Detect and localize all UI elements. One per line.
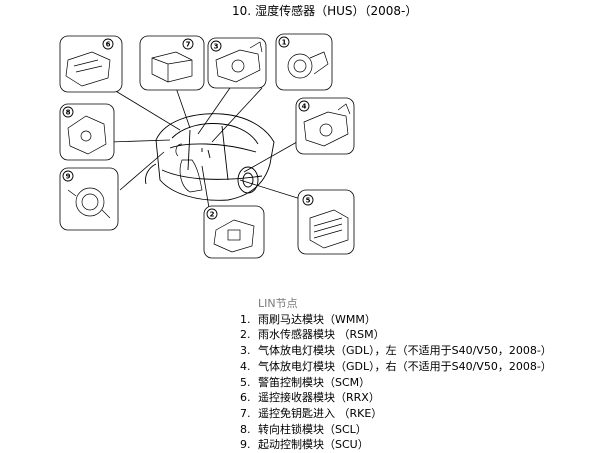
legend-item: 6. 遥控接收器模块（RRX）: [240, 390, 552, 406]
callout-number: 9: [66, 173, 71, 181]
legend-list: 1. 雨刷马达模块（WMM） 2. 雨水传感器模块 （RSM） 3. 气体放电灯模块（GD…: [240, 312, 552, 453]
legend-item-number: 3.: [240, 344, 251, 358]
callout-badge: 7: [182, 38, 194, 50]
legend-item: 7. 遥控免钥匙进入 （RKE）: [240, 406, 552, 422]
legend-heading: LIN节点: [258, 297, 298, 310]
callout-badge: 9: [62, 170, 74, 182]
callout-badge: 6: [102, 38, 114, 50]
legend-item-text: 雨水传感器模块 （RSM）: [258, 328, 385, 342]
legend-item-number: 4.: [240, 359, 251, 373]
callout-number: 4: [302, 103, 307, 111]
legend-item: 5. 警笛控制模块（SCM）: [240, 375, 552, 391]
callout-number: 8: [66, 109, 71, 117]
legend-item: 4. 气体放电灯模块（GDL），右（不适用于S40/V50，2008-）: [240, 359, 552, 375]
legend-item-text: 转向柱锁模块（SCL）: [258, 422, 367, 436]
legend-item-number: 1.: [240, 312, 251, 326]
title-text: 湿度传感器（HUS）（2008-）: [255, 4, 418, 18]
callout-badge: 2: [206, 208, 218, 220]
legend-item: 9. 起动控制模块（SCU）: [240, 437, 552, 453]
car-outline: [145, 113, 275, 201]
callout-badge: 5: [302, 194, 314, 206]
lin-node-location-diagram: 6 7 3 1 8 4 9 2 5: [59, 33, 355, 259]
legend-item-text: 遥控接收器模块（RRX）: [258, 391, 380, 405]
callout-badges: 6 7 3 1 8 4 9 2 5: [62, 36, 314, 220]
legend-item-number: 6.: [240, 391, 251, 405]
legend-item-text: 遥控免钥匙进入 （RKE）: [258, 406, 383, 420]
callout-number: 1: [282, 39, 287, 47]
legend-item-number: 7.: [240, 406, 251, 420]
legend-item-text: 雨刷马达模块（WMM）: [258, 312, 376, 326]
callout-badge: 4: [298, 100, 310, 112]
callout-number: 7: [186, 41, 191, 49]
title-number: 10.: [232, 4, 252, 18]
legend-item: 2. 雨水传感器模块 （RSM）: [240, 327, 552, 343]
legend-item-text: 起动控制模块（SCU）: [258, 438, 369, 452]
legend-item: 1. 雨刷马达模块（WMM）: [240, 312, 552, 328]
legend-item-text: 气体放电灯模块（GDL），左（不适用于S40/V50，2008-）: [258, 344, 552, 358]
legend-item-text: 警笛控制模块（SCM）: [258, 375, 371, 389]
callout-badge: 8: [62, 106, 74, 118]
legend-item-number: 5.: [240, 375, 251, 389]
legend-item-text: 气体放电灯模块（GDL），右（不适用于S40/V50，2008-）: [258, 359, 552, 373]
legend-item-number: 9.: [240, 438, 251, 452]
legend-item: 3. 气体放电灯模块（GDL），左（不适用于S40/V50，2008-）: [240, 343, 552, 359]
callout-number: 5: [306, 197, 311, 205]
legend: LIN节点 1. 雨刷马达模块（WMM） 2. 雨水传感器模块 （RSM） 3. 气体放电…: [240, 296, 552, 453]
legend-item-number: 8.: [240, 422, 251, 436]
callout-badge: 1: [278, 36, 290, 48]
legend-item: 8. 转向柱锁模块（SCL）: [240, 422, 552, 438]
callout-number: 3: [214, 43, 219, 51]
callout-number: 6: [106, 41, 111, 49]
page-title: 10.湿度传感器（HUS）（2008-）: [232, 3, 417, 19]
callout-number: 2: [210, 211, 215, 219]
callout-badge: 3: [210, 40, 222, 52]
legend-item-number: 2.: [240, 328, 251, 342]
